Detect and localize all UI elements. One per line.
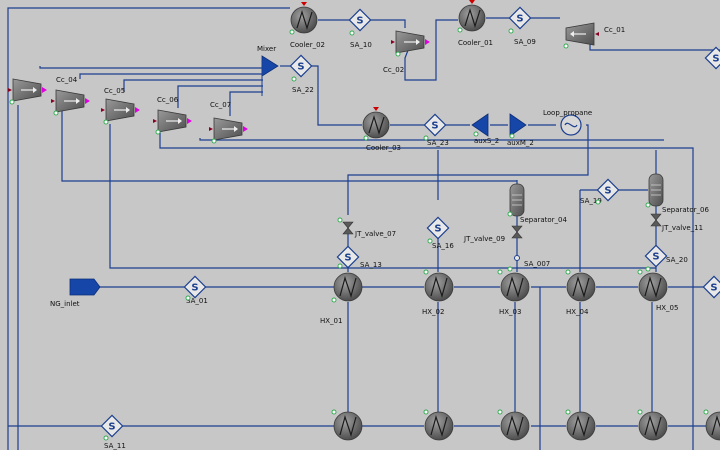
jt-valve-09-label: JT_valve_09	[463, 235, 505, 243]
loop-propane[interactable]	[560, 114, 582, 136]
sa-11-label: SA_11	[104, 442, 126, 450]
sa-16-splitter[interactable]	[426, 216, 450, 240]
auxs-2-label: auxS_2	[474, 137, 499, 145]
jt-valve-09[interactable]	[511, 225, 523, 239]
sa-20-splitter[interactable]	[644, 244, 668, 268]
heat-exchanger-hx-01[interactable]	[333, 272, 363, 302]
heat-exchanger-row2-5[interactable]	[638, 411, 668, 441]
compressor-cc-02[interactable]	[390, 30, 431, 54]
sa-23-splitter[interactable]	[423, 113, 447, 137]
sa-09-label: SA_09	[514, 38, 536, 46]
mixer[interactable]	[261, 55, 279, 96]
sa-007-splitter[interactable]	[514, 255, 520, 261]
cooler-01[interactable]	[458, 0, 486, 32]
heat-exchanger-row2-1[interactable]	[333, 411, 363, 441]
separator-04-label: Separator_04	[520, 216, 568, 224]
hx-01-label: HX_01	[320, 317, 342, 325]
compressor-cc-04[interactable]	[50, 89, 91, 113]
separator-06-label: Separator_06	[662, 206, 710, 214]
cc-06-label: Cc_06	[157, 96, 179, 104]
cooler-02-label: Cooler_02	[290, 41, 325, 49]
hx-03-label: HX_03	[499, 308, 521, 316]
sa-22-splitter[interactable]	[289, 54, 313, 78]
sa-19-label: SA_19	[580, 197, 602, 205]
compressor-cc-05[interactable]	[100, 98, 141, 122]
ng-inlet-label: NG_inlet	[50, 300, 80, 308]
cc-01-label: Cc_01	[604, 26, 625, 34]
sa-01-splitter[interactable]	[183, 275, 207, 299]
stream-lines	[7, 7, 720, 450]
compressor-cc-01[interactable]	[565, 22, 600, 46]
cc-05-label: Cc_05	[104, 87, 125, 95]
cooler-02[interactable]	[290, 2, 318, 34]
loop-propane-label: Loop_propane	[543, 109, 592, 117]
sa-13-label: SA_13	[360, 261, 382, 269]
jt-valve-11-label: JT_valve_11	[661, 224, 703, 232]
compressor-cc-06[interactable]	[152, 109, 193, 133]
auxm-2-label: auxM_2	[507, 139, 534, 147]
sa-007-label: SA_007	[524, 260, 550, 268]
hx-04-label: HX_04	[566, 308, 589, 316]
jt-valve-07-label: JT_valve_07	[354, 230, 396, 238]
sa-edge-mid[interactable]	[702, 275, 720, 299]
separator-04[interactable]	[509, 183, 525, 217]
jt-valve-11[interactable]	[650, 213, 662, 227]
heat-exchanger-row2-6[interactable]	[705, 411, 720, 441]
cooler-03[interactable]	[362, 107, 390, 139]
heat-exchanger-hx-03[interactable]	[500, 272, 530, 302]
cc-04-label: Cc_04	[56, 76, 78, 84]
sa-23-label: SA_23	[427, 139, 449, 147]
hx-02-label: HX_02	[422, 308, 444, 316]
jt-valve-07[interactable]	[342, 221, 354, 235]
sa-10-label: SA_10	[350, 41, 372, 49]
compressor-cc-07[interactable]	[208, 117, 249, 141]
sa-16-label: SA_16	[432, 242, 454, 250]
aux-splitter-2[interactable]	[471, 113, 489, 137]
sa-09-splitter[interactable]	[508, 6, 532, 30]
cooler-03-label: Cooler_03	[366, 144, 401, 152]
hx-05-label: HX_05	[656, 304, 678, 312]
sa-01-label: SA_01	[186, 297, 208, 305]
sa-10-splitter[interactable]	[348, 8, 372, 32]
cc-02-label: Cc_02	[383, 66, 404, 74]
heat-exchanger-row2-2[interactable]	[424, 411, 454, 441]
cc-07-label: Cc_07	[210, 101, 231, 109]
mixer-label: Mixer	[257, 45, 276, 53]
sa-20-label: SA_20	[666, 256, 688, 264]
cooler-01-label: Cooler_01	[458, 39, 493, 47]
compressor-cc-03[interactable]	[7, 78, 48, 102]
separator-06[interactable]	[648, 173, 664, 207]
heat-exchanger-hx-04[interactable]	[566, 272, 596, 302]
sa-22-label: SA_22	[292, 86, 314, 94]
heat-exchanger-hx-02[interactable]	[424, 272, 454, 302]
heat-exchanger-row2-3[interactable]	[500, 411, 530, 441]
heat-exchanger-hx-05[interactable]	[638, 272, 668, 302]
sa-11-splitter[interactable]	[100, 414, 124, 438]
ng-inlet-feed[interactable]	[69, 278, 101, 296]
heat-exchanger-row2-4[interactable]	[566, 411, 596, 441]
aux-mixer-2[interactable]	[509, 113, 527, 137]
